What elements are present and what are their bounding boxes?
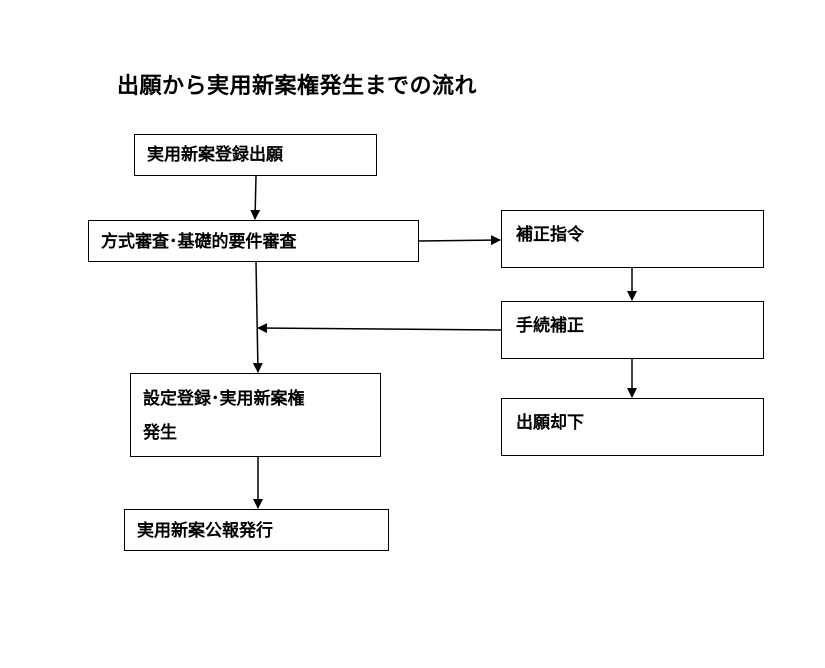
node-gazette: 実用新案公報発行 bbox=[124, 509, 389, 551]
arrow-formal-exam-to-registration bbox=[252, 261, 263, 373]
node-rejection: 出願却下 bbox=[501, 398, 764, 456]
node-application: 実用新案登録出願 bbox=[134, 134, 377, 176]
arrow-formal-exam-to-correction bbox=[418, 235, 501, 246]
arrow-amendment-to-main-flow bbox=[257, 323, 502, 334]
node-formal-exam-label: 方式審査･基礎的要件審査 bbox=[101, 232, 297, 252]
node-registration: 設定登録･実用新案権 発生 bbox=[130, 373, 381, 457]
node-registration-label-line1: 設定登録･実用新案権 bbox=[143, 389, 305, 409]
arrow-application-to-formal-exam bbox=[250, 175, 261, 220]
node-procedural-amendment: 手続補正 bbox=[501, 301, 764, 359]
node-gazette-label: 実用新案公報発行 bbox=[137, 521, 273, 541]
node-rejection-label: 出願却下 bbox=[516, 413, 584, 433]
diagram-title: 出願から実用新案権発生までの流れ bbox=[117, 74, 478, 99]
node-formal-exam: 方式審査･基礎的要件審査 bbox=[88, 220, 419, 262]
node-procedural-amendment-label: 手続補正 bbox=[516, 316, 584, 336]
node-registration-label-line2: 発生 bbox=[143, 423, 177, 443]
node-correction-order: 補正指令 bbox=[501, 210, 764, 268]
node-correction-order-label: 補正指令 bbox=[516, 225, 584, 245]
node-application-label: 実用新案登録出願 bbox=[147, 145, 283, 165]
